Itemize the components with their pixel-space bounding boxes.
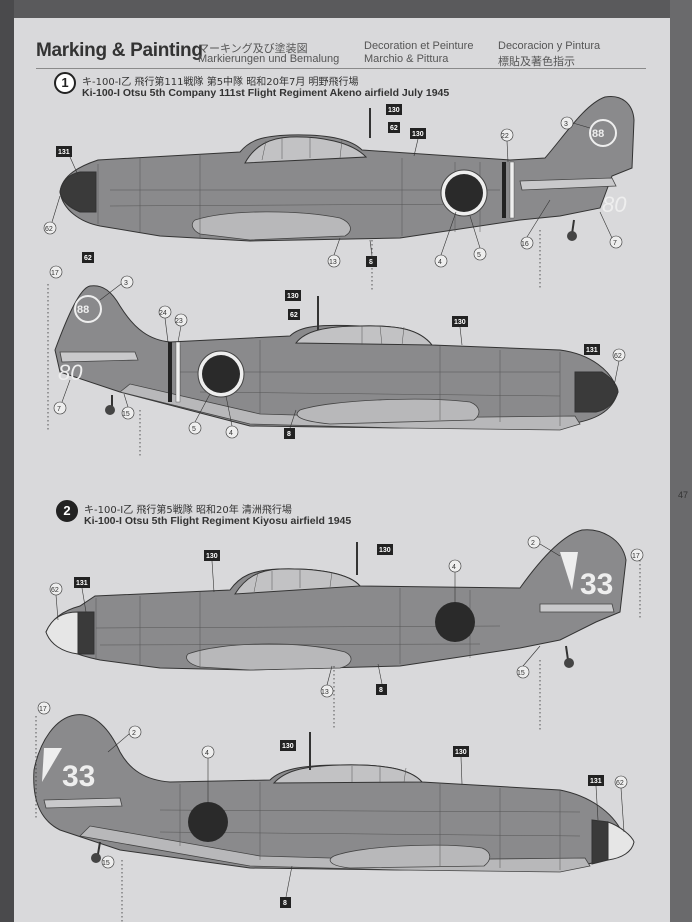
svg-text:3: 3 <box>564 121 568 128</box>
aircraft-2-spinner-white <box>45 611 79 655</box>
section-2-title-en: Ki-100-I Otsu 5th Flight Regiment Kiyosu… <box>84 515 352 527</box>
header-fr: Decoration et Peinture <box>364 40 474 52</box>
svg-text:7: 7 <box>613 240 617 247</box>
svg-text:62: 62 <box>45 226 53 233</box>
svg-text:4: 4 <box>229 430 233 437</box>
section-2-number: 2 <box>56 500 78 522</box>
page-number: 47 <box>678 490 689 500</box>
aircraft-2-left-profile: 33 <box>45 529 627 671</box>
svg-text:15: 15 <box>102 860 110 867</box>
aircraft-2-right-callouts: 17 2 4 130 130 131 62 15 8 <box>35 701 628 922</box>
svg-text:62: 62 <box>51 587 59 594</box>
aircraft-1-left-profile: 88 80 <box>59 95 635 242</box>
svg-text:17: 17 <box>632 553 640 560</box>
svg-text:62: 62 <box>390 125 398 132</box>
header-es: Decoracion y Pintura <box>498 40 601 52</box>
svg-text:131: 131 <box>586 347 598 354</box>
svg-text:4: 4 <box>452 564 456 571</box>
section-1-title-en: Ki-100-I Otsu 5th Company 111st Flight R… <box>82 87 450 99</box>
svg-text:17: 17 <box>39 706 47 713</box>
svg-text:62: 62 <box>616 780 624 787</box>
svg-text:5: 5 <box>192 426 196 433</box>
svg-text:62: 62 <box>614 353 622 360</box>
aircraft-2-left-callouts: 130 130 131 62 2 17 4 13 8 15 <box>49 535 644 730</box>
svg-text:15: 15 <box>122 411 130 418</box>
svg-text:131: 131 <box>58 149 70 156</box>
svg-text:4: 4 <box>438 259 442 266</box>
aircraft-1-right-callouts: 17 62 3 24 23 130 62 130 131 62 7 15 5 4… <box>47 252 626 458</box>
svg-text:8: 8 <box>379 687 383 694</box>
section-1-number: 1 <box>54 72 76 94</box>
scan-right-edge <box>670 0 692 922</box>
aircraft-1-tail-emblem <box>589 119 617 147</box>
svg-text:130: 130 <box>287 293 299 300</box>
scan-left-edge <box>0 0 14 922</box>
svg-text:62: 62 <box>84 255 92 262</box>
svg-text:130: 130 <box>388 107 400 114</box>
header-divider <box>36 68 646 69</box>
svg-text:23: 23 <box>175 318 183 325</box>
svg-text:130: 130 <box>282 743 294 750</box>
svg-text:13: 13 <box>321 689 329 696</box>
header-it: Marchio & Pittura <box>364 53 449 65</box>
aircraft-2b-hinomaru <box>188 802 228 842</box>
aircraft-1b-hinomaru <box>202 355 240 393</box>
svg-text:13: 13 <box>329 259 337 266</box>
aircraft-2b-tail-code: 33 <box>62 760 95 793</box>
svg-text:7: 7 <box>57 406 61 413</box>
header-jp: マーキング及び塗装図 <box>198 43 308 55</box>
svg-text:88: 88 <box>592 128 604 140</box>
svg-text:130: 130 <box>206 553 218 560</box>
svg-text:130: 130 <box>379 547 391 554</box>
aircraft-2-hinomaru <box>435 602 475 642</box>
page-header: Marking & Painting マーキング及び塗装図 Markierung… <box>36 40 636 70</box>
aircraft-1b-tail-code: 80 <box>58 360 83 385</box>
section-1-title-jp: キ-100-I乙 飛行第111戦隊 第5中隊 昭和20年7月 明野飛行場 <box>82 77 359 88</box>
aircraft-1-tail-code: 80 <box>602 192 627 217</box>
svg-text:131: 131 <box>76 580 88 587</box>
aircraft-2-right-profile: 33 <box>33 714 635 873</box>
svg-text:62: 62 <box>290 312 298 319</box>
svg-text:130: 130 <box>412 131 424 138</box>
page-title: Marking & Painting <box>36 40 203 61</box>
aircraft-2-tail-code: 33 <box>580 568 613 601</box>
aircraft-2b-cowl-band <box>591 819 609 865</box>
svg-text:17: 17 <box>51 270 59 277</box>
svg-text:2: 2 <box>531 540 535 547</box>
svg-text:8: 8 <box>369 259 373 266</box>
header-de: Markierungen und Bemalung <box>198 53 340 65</box>
aircraft-2b-spinner-white <box>607 821 635 861</box>
svg-text:5: 5 <box>477 252 481 259</box>
svg-text:2: 2 <box>132 730 136 737</box>
svg-text:4: 4 <box>205 750 209 757</box>
svg-text:22: 22 <box>501 133 509 140</box>
aircraft-1b-spinner-dark <box>574 371 619 413</box>
svg-text:130: 130 <box>455 749 467 756</box>
section-2-title-jp: キ-100-I乙 飛行第5戦隊 昭和20年 清洲飛行場 <box>84 505 292 516</box>
svg-text:8: 8 <box>287 431 291 438</box>
svg-text:130: 130 <box>454 319 466 326</box>
svg-text:24: 24 <box>159 310 167 317</box>
aircraft-2-tail-stripe <box>560 552 578 590</box>
header-cn: 標貼及著色指示 <box>498 56 575 68</box>
svg-text:8: 8 <box>283 900 287 907</box>
svg-text:15: 15 <box>517 670 525 677</box>
aircraft-1-right-profile: 88 80 <box>54 285 619 431</box>
svg-text:3: 3 <box>124 280 128 287</box>
aircraft-1-left-callouts: 131 130 62 130 62 13 8 4 5 16 7 22 3 <box>43 104 623 290</box>
svg-text:16: 16 <box>521 241 529 248</box>
svg-text:88: 88 <box>77 304 89 316</box>
aircraft-1-spinner-dark <box>59 171 97 213</box>
svg-text:131: 131 <box>590 778 602 785</box>
aircraft-1-hinomaru <box>445 174 483 212</box>
aircraft-1-fuselage-band <box>502 162 506 218</box>
